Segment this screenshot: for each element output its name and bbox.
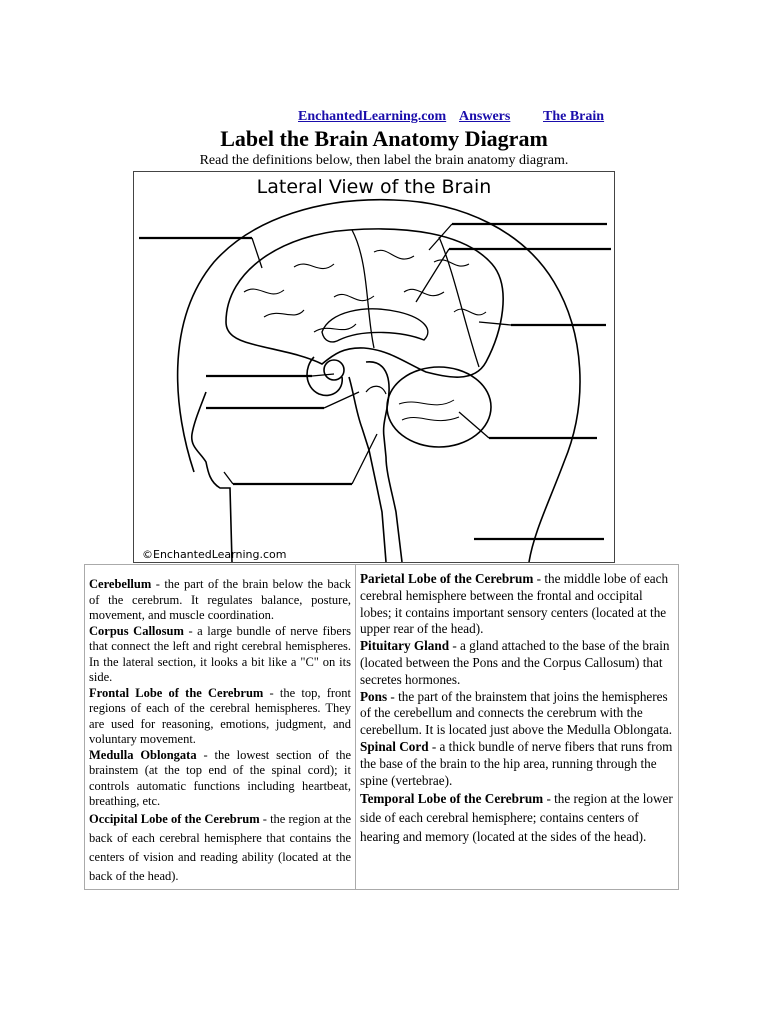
- instructions: Read the definitions below, then label t…: [0, 153, 768, 169]
- term: Parietal Lobe of the Cerebrum: [360, 571, 533, 586]
- diagram-title: Lateral View of the Brain: [134, 176, 614, 198]
- definitions-right-column: Parietal Lobe of the Cerebrum - the midd…: [356, 565, 678, 889]
- term: Frontal Lobe of the Cerebrum: [89, 686, 263, 700]
- brain-drawing: [134, 172, 614, 562]
- definition-medulla-oblongata: Medulla Oblongata - the lowest section o…: [89, 748, 351, 810]
- brain-diagram: Lateral View of the Brain ©EnchantedLear…: [133, 171, 615, 563]
- term: Medulla Oblongata: [89, 748, 197, 762]
- definition-pituitary-gland: Pituitary Gland - a gland attached to th…: [360, 638, 674, 688]
- link-enchanted-learning[interactable]: EnchantedLearning.com: [298, 109, 446, 125]
- definition-parietal-lobe: Parietal Lobe of the Cerebrum - the midd…: [360, 571, 674, 638]
- definition-pons: Pons - the part of the brainstem that jo…: [360, 689, 674, 739]
- definition-spinal-cord: Spinal Cord - a thick bundle of nerve fi…: [360, 739, 674, 789]
- page-title: Label the Brain Anatomy Diagram: [0, 126, 768, 152]
- definition-temporal-lobe: Temporal Lobe of the Cerebrum - the regi…: [360, 789, 674, 846]
- term: Pons: [360, 689, 387, 704]
- term: Temporal Lobe of the Cerebrum: [360, 791, 543, 806]
- definition-frontal-lobe: Frontal Lobe of the Cerebrum - the top, …: [89, 686, 351, 748]
- term: Cerebellum: [89, 577, 151, 591]
- brainstem: [349, 362, 402, 562]
- cerebrum: [226, 229, 503, 377]
- link-answers[interactable]: Answers: [459, 109, 510, 125]
- definition-cerebellum: Cerebellum - the part of the brain below…: [89, 577, 351, 624]
- head-outline: [178, 200, 580, 562]
- term: Occipital Lobe of the Cerebrum: [89, 812, 260, 826]
- term: Corpus Callosum: [89, 624, 184, 638]
- definition-text: - the part of the brainstem that joins t…: [360, 689, 672, 738]
- term: Spinal Cord: [360, 739, 429, 754]
- definitions-left-column: Cerebellum - the part of the brain below…: [85, 565, 356, 889]
- cerebellum: [387, 367, 491, 447]
- definition-occipital-lobe: Occipital Lobe of the Cerebrum - the reg…: [89, 810, 351, 886]
- diagram-copyright: ©EnchantedLearning.com: [142, 548, 286, 561]
- definition-corpus-callosum: Corpus Callosum - a large bundle of nerv…: [89, 624, 351, 686]
- definitions-table: Cerebellum - the part of the brain below…: [84, 564, 679, 890]
- face-outline: [192, 392, 232, 562]
- link-the-brain[interactable]: The Brain: [543, 109, 604, 125]
- corpus-callosum: [322, 309, 428, 342]
- term: Pituitary Gland: [360, 638, 449, 653]
